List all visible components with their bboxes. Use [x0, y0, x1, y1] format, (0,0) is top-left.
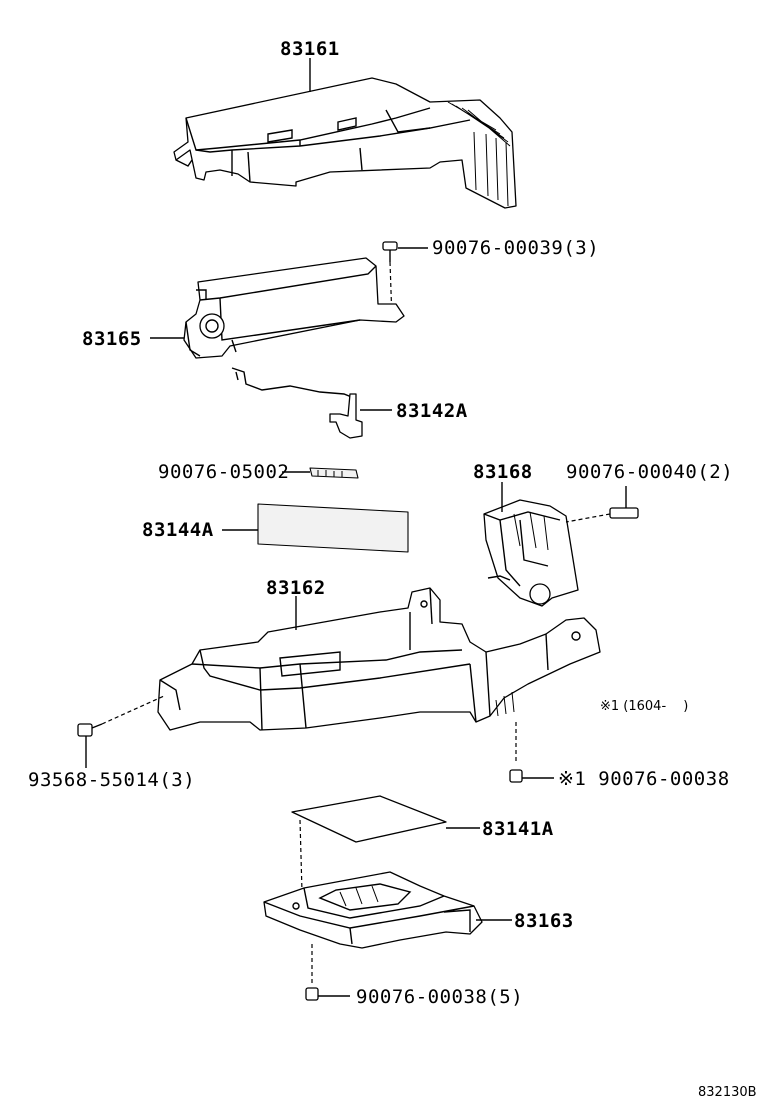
label-83165: 83165	[82, 328, 142, 350]
part-83161-drawing	[173, 77, 517, 209]
part-83141A-drawing	[291, 795, 447, 893]
label-90076-05002: 90076-05002	[158, 461, 289, 483]
label-93568-55014: 93568-55014(3)	[28, 769, 195, 791]
label-90076-00040: 90076-00040(2)	[566, 461, 733, 483]
label-83168: 83168	[473, 461, 533, 483]
bolt-90076-00038-x1-drawing	[509, 722, 523, 783]
part-83142A-drawing	[231, 367, 363, 439]
part-83168-drawing	[483, 499, 579, 607]
screw-93568-55014-drawing	[77, 695, 165, 768]
label-83162: 83162	[266, 577, 326, 599]
label-90076-00038-x1: ※1 90076-00038	[558, 768, 730, 790]
reference-code: 832130B	[698, 1085, 757, 1100]
label-83141A: 83141A	[482, 818, 554, 840]
label-90076-00038-5: 90076-00038(5)	[356, 986, 523, 1008]
clip-90076-05002-drawing	[309, 467, 359, 479]
part-83144A-drawing	[257, 503, 409, 553]
label-83161: 83161	[280, 38, 340, 60]
bolt-90076-00040-drawing	[565, 486, 639, 523]
label-83142A: 83142A	[396, 400, 468, 422]
label-90076-00039: 90076-00039(3)	[432, 237, 599, 259]
note-1604: ※1 (1604- )	[600, 699, 688, 714]
part-83165-drawing	[183, 257, 405, 359]
part-83162-drawing	[157, 587, 601, 731]
bolt-90076-00039-drawing	[382, 241, 398, 321]
part-83163-drawing	[263, 871, 483, 949]
label-83144A: 83144A	[142, 519, 214, 541]
bolt-90076-00038-5-drawing	[305, 944, 319, 1001]
label-83163: 83163	[514, 910, 574, 932]
